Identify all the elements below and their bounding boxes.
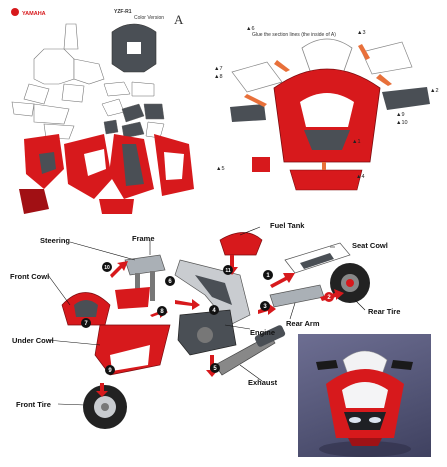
yamaha-logo-icon [11,8,19,16]
label-under-cowl: Under Cowl [12,336,54,345]
photo-headlight-area [344,412,386,430]
step-6-label: ▲6 [246,26,255,32]
svg-text:8: 8 [160,309,164,315]
small-red-piece [252,157,270,172]
finished-model-art [316,350,413,457]
step-7-label: ▲7 [214,66,223,72]
brand-label: YAMAHA [22,11,46,17]
fuel-tank-part [219,232,263,256]
label-engine: Engine [250,328,275,337]
svg-text:7: 7 [84,321,88,327]
marker-5: 5 [210,363,220,373]
svg-text:10: 10 [104,265,110,271]
rear-hub-center [346,279,354,287]
photo-right-headlight [369,417,381,423]
finished-model-photo [298,334,431,457]
step-4-label: ▲4 [356,174,365,180]
photo-cowl-white [342,382,388,408]
marker-10: 10 [102,262,112,272]
label-frame: Frame [132,234,155,243]
label-seat-cowl: Seat Cowl [352,241,388,250]
assembly-arrows [244,44,392,170]
right-upper-panel [361,41,413,75]
rear-arm-part [269,284,325,308]
exploded-diagram-art: Fuel Tank Seat Cowl Steering Frame Front… [10,221,400,429]
front-cowl-headlight [74,300,98,317]
photo-chin [348,438,382,446]
label-steering: Steering [40,236,70,245]
frame-inner [195,275,232,305]
marker-6: 6 [165,276,175,286]
label-front-tire: Front Tire [16,400,51,409]
step-10-label: ▲10 [396,120,408,126]
sheet-letter: A [174,12,184,27]
papercraft-sheet-art: YAMAHA YZF-R1 Color Version A [4,4,204,219]
svg-text:5: 5 [213,366,217,372]
front-cowl-assembly: ▲6 Glue the section lines (the inside of… [212,12,444,212]
steering-part [124,254,166,276]
fork-left [135,273,140,303]
under-cowl-white [110,345,150,371]
step-1-label: ▲1 [352,139,361,145]
step-markers: 1 2 3 4 5 6 7 8 9 10 11 [81,262,334,375]
svg-text:2: 2 [327,295,331,301]
label-rear-arm: Rear Arm [286,319,320,328]
cowl-note: Glue the section lines (the inside of A) [252,32,336,38]
svg-text:1: 1 [266,273,270,279]
headlight-window [127,42,141,54]
marker-7: 7 [81,318,91,328]
leader-lines [47,226,366,406]
engine-cover [197,327,213,343]
step-3-label: ▲3 [357,30,366,36]
svg-text:4: 4 [212,308,216,314]
front-cowl-assembly-art: ▲6 Glue the section lines (the inside of… [214,26,439,191]
fork-right [150,271,155,301]
fairing-white-panel [300,93,354,127]
inner-cowl-part [115,287,150,309]
svg-text:3: 3 [263,304,267,310]
header-note: Color Version [134,15,164,21]
svg-text:11: 11 [225,268,231,274]
step-2-label: ▲2 [430,88,439,94]
marker-4: 4 [209,305,219,315]
marker-9: 9 [105,365,115,375]
step-5-label: ▲5 [216,166,225,172]
label-fuel-tank: Fuel Tank [270,221,305,230]
step-8-label: ▲8 [214,74,223,80]
marker-3: 3 [260,301,270,311]
right-mirror-piece [382,87,430,110]
left-side-panel [231,61,283,93]
left-mirror-piece [230,104,266,122]
photo-left-mirror [316,360,338,370]
papercraft-sheet: YAMAHA YZF-R1 Color Version A [4,4,204,219]
exhaust-muffler [254,325,286,347]
model-code: YZF-R1 [114,9,132,15]
marker-8: 8 [157,306,167,316]
lower-nose-piece [289,169,363,191]
label-exhaust: Exhaust [248,378,278,387]
red-body-pieces [19,134,194,214]
headlight-panel [304,130,350,150]
marker-2: 2 [324,292,334,302]
photo-left-headlight [349,417,361,423]
marker-11: 11 [223,265,233,275]
marker-1: 1 [263,270,273,280]
seat-cowl-stripe [300,253,334,269]
step-9-label: ▲9 [396,112,405,118]
svg-text:6: 6 [168,279,172,285]
svg-text:9: 9 [108,368,112,374]
small-pieces [101,81,165,139]
exploded-diagram: Fuel Tank Seat Cowl Steering Frame Front… [0,215,447,462]
front-hub-center [101,403,109,411]
label-front-cowl: Front Cowl [10,272,49,281]
label-rear-tire: Rear Tire [368,307,400,316]
photo-right-mirror [391,360,413,370]
